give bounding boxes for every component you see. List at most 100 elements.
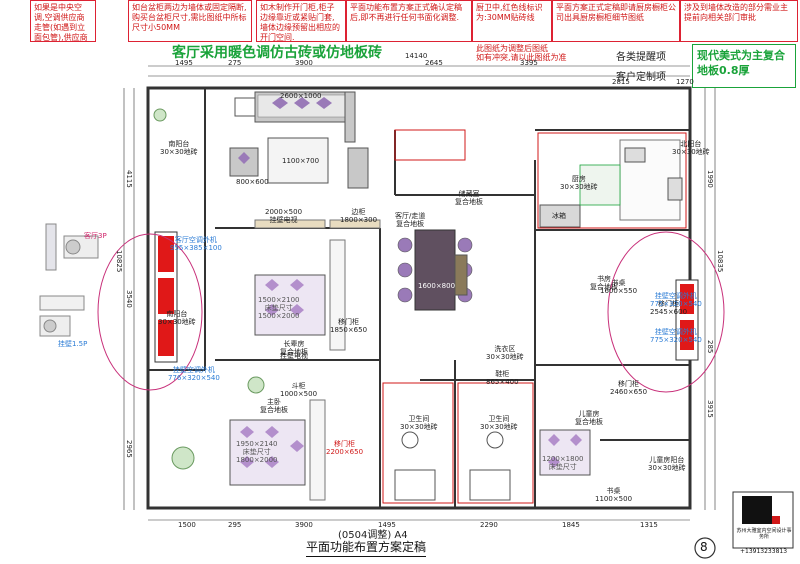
- shower-2: [469, 469, 511, 501]
- page-circle: [694, 537, 716, 559]
- top-dim-1: 1495: [175, 59, 193, 67]
- ac-right-label-2: 挂壁空调外机 775×320×540: [650, 328, 702, 344]
- ac-left-label: 客厅空调外机 955×385×100: [170, 236, 222, 252]
- wardrobe-long: 移门柜 1850×650: [330, 318, 368, 334]
- room-living: 客厅/走道 复合地板: [395, 212, 426, 228]
- wine-cabinet: [454, 254, 468, 296]
- bed-child: [539, 429, 591, 476]
- plant-2: [247, 376, 265, 394]
- fridge-shape: [539, 204, 581, 228]
- room-kitchen: 厨房 30×30地砖: [560, 175, 598, 191]
- ac-left-units: [158, 236, 174, 356]
- note-1: 如果是中央空调,空调供应商走管(如遇到立面包管),供应商需告知客户或现场施工方包…: [30, 0, 96, 42]
- plant-3: [153, 108, 167, 122]
- side-chair: [347, 147, 369, 189]
- room-south-balcony-2: 南阳台 30×30地砖: [158, 310, 196, 326]
- room-bath-2: 卫生间 30×30地砖: [480, 415, 518, 431]
- ac-right-circle: [607, 231, 725, 393]
- note-3: 如木制作开门柜,柜子边缘靠近或紧贴门套,墙体边缘预留出相应的开门空间.: [256, 0, 346, 42]
- armchair-cushion: [238, 152, 250, 164]
- ac-type-label-2: 挂壁1.5P: [58, 340, 88, 348]
- top-dim-5: 2645: [425, 59, 443, 67]
- cushion-1: [272, 97, 288, 109]
- dresser: 斗柜 1000×500: [280, 382, 318, 398]
- left-dim-4: 2965: [125, 440, 133, 458]
- custom-title: 客户定制项: [616, 72, 666, 83]
- sofa-arm: [344, 91, 356, 143]
- adjust-note-2: 如有冲突,请以此图纸为准: [476, 53, 567, 62]
- note-6: 平面方案正式定稿即请厨房橱柜公司出具厨房橱柜细节图纸: [552, 0, 680, 42]
- company-phone: +13913233813: [740, 548, 788, 555]
- tile-lines: [382, 129, 687, 504]
- bottom-dim-2: 295: [228, 521, 242, 529]
- long-wardrobe-shape: [329, 239, 346, 351]
- ac-icon-tower: [45, 223, 57, 271]
- top-dim-6: 3395: [520, 59, 538, 67]
- stove: [624, 147, 646, 163]
- room-south-balcony: 南阳台 30×30地砖: [160, 140, 198, 156]
- left-dim-3: 3540: [125, 290, 133, 308]
- toilet-2: [486, 431, 504, 449]
- dining-table-dim: 1600×800: [418, 282, 456, 290]
- headline: 客厅采用暖色调仿古砖或仿地板砖: [172, 45, 382, 61]
- sink: [667, 177, 683, 201]
- shower-1: [394, 469, 436, 501]
- reminder-box: 现代美式为主复合地板0.8厚: [692, 44, 796, 88]
- child-cabinet: 移门柜 2460×650: [610, 380, 648, 396]
- top-dim-4: 14140: [405, 52, 428, 60]
- note-7: 涉及到墙体改造的部分需业主提前向相关部门审批: [680, 0, 798, 42]
- bottom-dim-3: 3900: [295, 521, 313, 529]
- right-dim-1: 1990: [706, 170, 714, 188]
- room-north-balcony: 北阳台 30×30地砖: [672, 140, 710, 156]
- left-dim-2: 10825: [115, 250, 123, 273]
- study-cabinet: 移门柜 2545×600: [650, 300, 688, 316]
- side-table: [234, 97, 256, 117]
- room-child: 儿童房 复合地板: [575, 410, 603, 426]
- ac-right-label: 挂壁空调外机 775×320×540: [650, 292, 702, 308]
- left-dim-1: 4115: [125, 170, 133, 188]
- note-2: 如台盆柜两边为墙体或固定隔断,购买台盆柜尺寸,需比图纸中所标尺寸小50MM: [128, 0, 252, 42]
- ac-icon-fan-2: [43, 319, 57, 333]
- cushion-2: [294, 97, 310, 109]
- note-4: 平面功能布置方案正式确认定稿后,即不再进行任何书面化调整.: [346, 0, 472, 42]
- title-main: 平面功能布置方案定稿: [306, 538, 427, 557]
- bed-master-pattern: [240, 426, 304, 468]
- side-cabinet-shape: [329, 219, 381, 229]
- right-dim-2: 10835: [716, 250, 724, 273]
- study-desk: 书桌 1600×550: [600, 279, 638, 295]
- child-desk: 书桌 1100×500: [595, 487, 633, 503]
- company-name: 苏州大雅室内空间设计事务所: [736, 528, 792, 540]
- coffee-table: [267, 137, 329, 184]
- ac-icon-fan: [65, 239, 81, 255]
- ac-icon-wall: [39, 295, 85, 311]
- dining-table: [414, 229, 456, 311]
- right-dim-4: 285: [706, 340, 714, 354]
- logo-dot: [772, 516, 780, 524]
- room-study: 书房 复合地板: [590, 275, 618, 291]
- room-storage: 储藏室 复合地板: [455, 190, 483, 206]
- reminder-main: 现代美式为主复合地板0.8厚: [697, 49, 785, 77]
- fridge-label: 冰箱: [552, 212, 566, 220]
- side-dim: 800×600: [236, 178, 269, 186]
- room-bath-1: 卫生间 30×30地砖: [400, 415, 438, 431]
- top-dim-2: 275: [228, 59, 242, 67]
- page-number: 8: [700, 540, 708, 554]
- cushion-3: [316, 97, 332, 109]
- ac-right-units: [680, 284, 694, 350]
- coffee-table-dim: 1100×700: [282, 157, 320, 165]
- bottom-dim-7: 1315: [640, 521, 658, 529]
- toilet-1: [401, 431, 419, 449]
- tv-cabinet-shape: [254, 219, 326, 229]
- room-laundry: 洗衣区 30×30地砖: [486, 345, 524, 361]
- plant-1: [171, 446, 195, 470]
- bottom-dim-5: 2290: [480, 521, 498, 529]
- room-bedroom-long: 长辈房 复合地板: [280, 340, 308, 356]
- master-wardrobe-shape: [309, 399, 326, 501]
- ac-left-circle: [97, 233, 203, 391]
- bottom-dim-1: 1500: [178, 521, 196, 529]
- room-child-balcony: 儿童房阳台 30×30地砖: [648, 456, 686, 472]
- tv-long: 挂壁电视: [280, 352, 308, 360]
- title-sub: (0504调整) A4: [338, 530, 408, 541]
- sofa-dim: 2600×1000: [280, 92, 322, 100]
- side-cabinet: 边柜 1800×300: [340, 208, 378, 224]
